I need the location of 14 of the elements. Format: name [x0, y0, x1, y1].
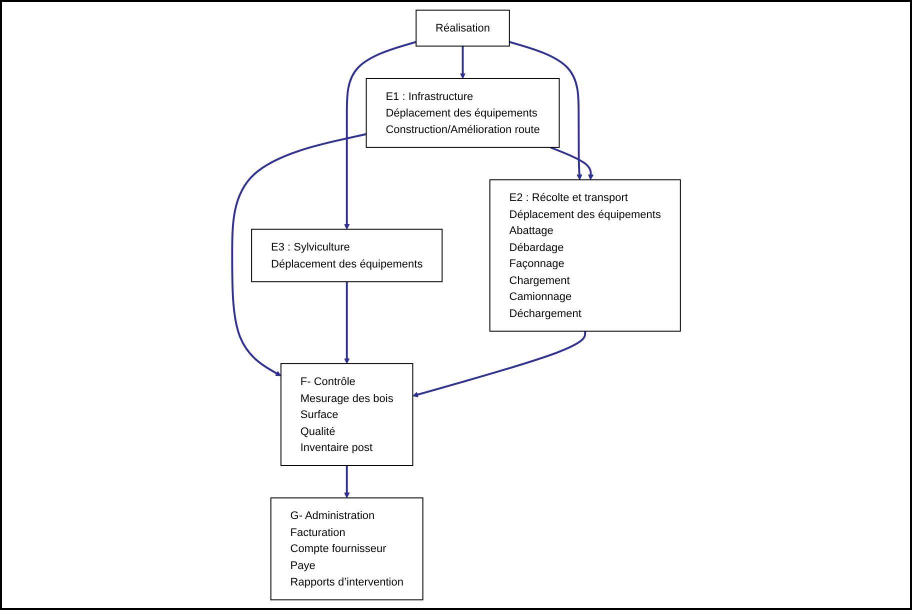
node-box: E2 : Récolte et transport Déplacement des équipements Abattage Débardage Façonnage Chargement Camionnage Déchargement: [489, 179, 681, 332]
node-box: G- Administration Facturation Compte fournisseur Paye Rapports d’intervention: [270, 497, 424, 600]
arrow: [344, 40, 416, 230]
node-box: Réalisation: [415, 10, 510, 47]
node-box: E1 : Infrastructure Déplacement des équipements Construction/Amélioration route: [366, 78, 560, 148]
arrow: [412, 331, 586, 398]
node-box: F- Contrôle Mesurage des bois Surface Qualité Inventaire post: [280, 363, 413, 466]
arrow: [230, 133, 366, 376]
arrow: [550, 146, 594, 180]
arrow: [344, 282, 350, 364]
arrow: [344, 466, 350, 498]
arrow: [460, 46, 466, 79]
node-box: E3 : Sylviculture Déplacement des équipements: [250, 228, 442, 282]
arrow: [508, 40, 582, 180]
